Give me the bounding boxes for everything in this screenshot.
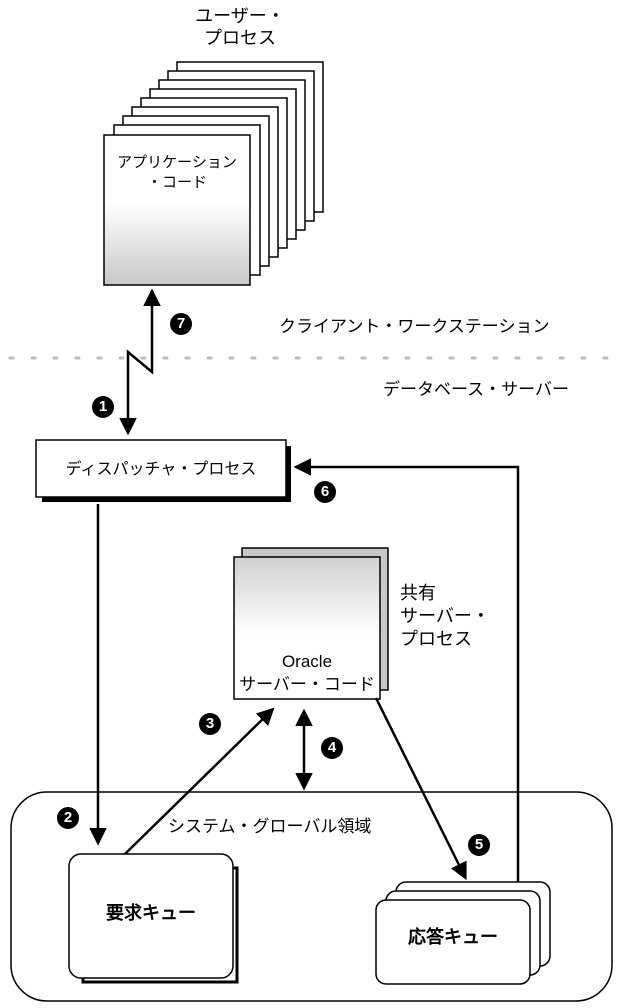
database-server-label: データベース・サーバー bbox=[383, 380, 569, 400]
user-process-label: ユーザー・ プロセス bbox=[195, 6, 285, 49]
client-workstation-label: クライアント・ワークステーション bbox=[279, 317, 550, 337]
arrow-server-to-response bbox=[374, 697, 467, 881]
arrow-request-to-server bbox=[123, 707, 275, 856]
client-dispatcher-link bbox=[119, 288, 161, 436]
dispatcher-process-label: ディスパッチャ・プロセス bbox=[65, 459, 257, 478]
step-badge-5: 5 bbox=[468, 834, 490, 856]
sga-label: システム・グローバル領域 bbox=[168, 817, 372, 837]
application-code-card bbox=[103, 134, 251, 286]
request-queue-box bbox=[68, 853, 234, 979]
request-queue-label: 要求キュー bbox=[106, 903, 196, 924]
arrow-response-to-dispatcher bbox=[293, 458, 520, 882]
oracle-server-code-label: Oracle サーバー・コード bbox=[239, 652, 375, 694]
user-process-stack bbox=[103, 61, 324, 286]
shared-server-process-stack bbox=[233, 547, 389, 700]
step-badge-7: 7 bbox=[170, 313, 192, 335]
dispatcher-process-box bbox=[35, 439, 287, 498]
shared-server-process-label: 共有 サーバー・ プロセス bbox=[400, 583, 490, 650]
response-queue-label: 応答キュー bbox=[408, 927, 498, 948]
step-badge-1: 1 bbox=[92, 396, 114, 418]
step-badge-4: 4 bbox=[321, 737, 343, 759]
step-badge-2: 2 bbox=[57, 807, 79, 829]
sga-container bbox=[10, 791, 613, 1002]
step-badge-3: 3 bbox=[199, 713, 221, 735]
step-badge-6: 6 bbox=[314, 481, 336, 503]
application-code-label: アプリケーション ・コード bbox=[117, 153, 237, 191]
response-queue-stack bbox=[375, 881, 551, 985]
